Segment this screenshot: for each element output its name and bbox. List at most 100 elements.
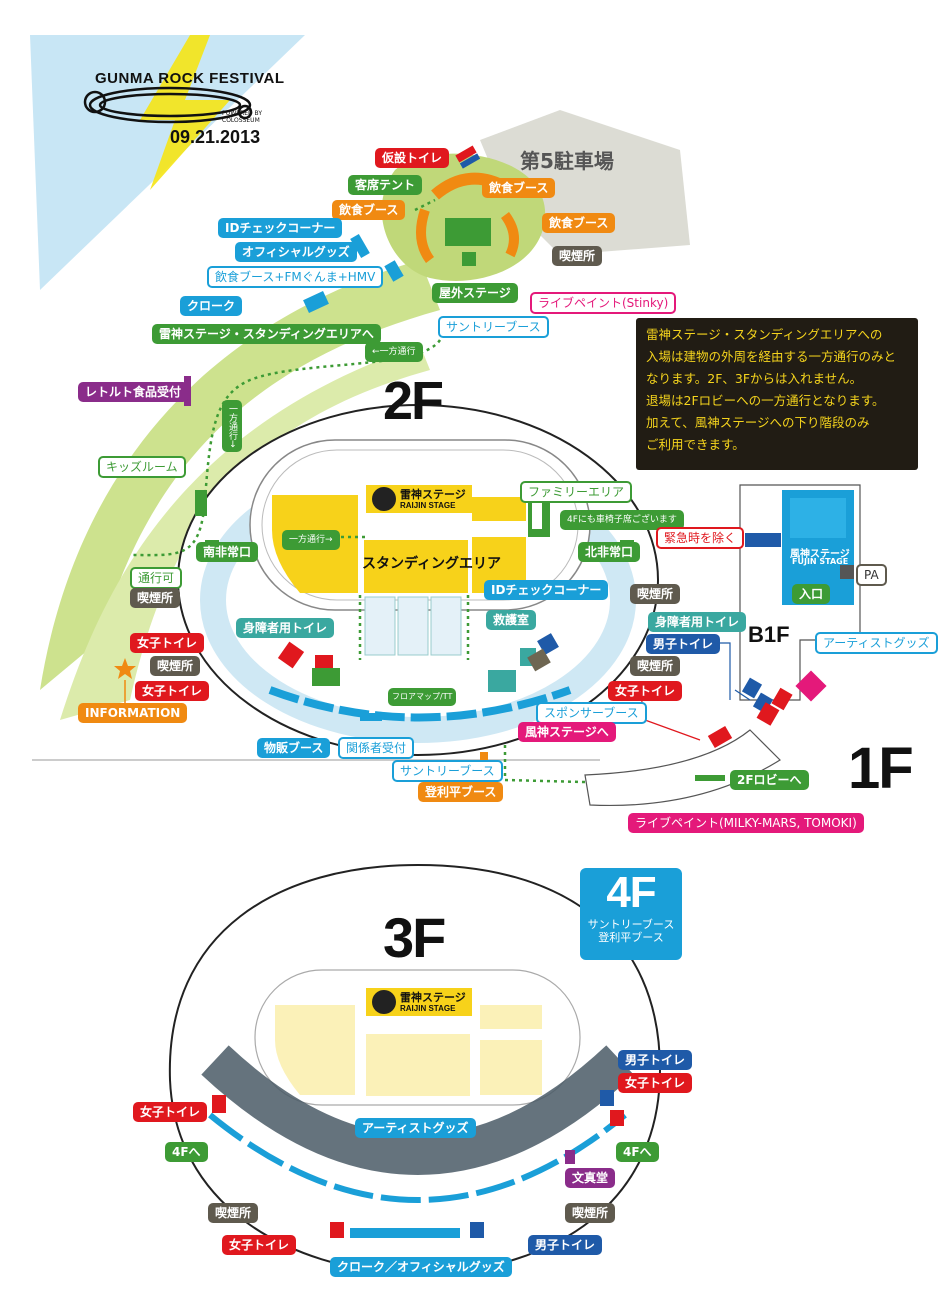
staff-reception-label: 関係者受付 bbox=[338, 737, 415, 759]
accessible-toilet-label: 身障者用トイレ bbox=[236, 618, 335, 638]
floormap-label: フロアマップ/TT bbox=[388, 688, 457, 706]
toilets-3f bbox=[212, 1090, 624, 1238]
suntory-booth-label: サントリーブース bbox=[438, 316, 549, 338]
pass-ok-label: 通行可 bbox=[130, 567, 183, 589]
oneway-vertical-label: 一方通行→ bbox=[222, 400, 242, 452]
wheelchair-note: 4Fにも車椅子席ございます bbox=[560, 510, 684, 530]
temp-toilet-block bbox=[455, 145, 477, 163]
logo-title: GUNMA ROCK FESTIVAL bbox=[95, 70, 285, 87]
smoking-area-label: 喫煙所 bbox=[630, 656, 681, 676]
food-booth-label: 飲食ブース bbox=[542, 213, 616, 233]
logo-sub: POWERED BY COLOSSEUM bbox=[222, 110, 263, 124]
raijin-stage-3f: 雷神ステージ RAIJIN STAGE bbox=[366, 988, 472, 1016]
womens-toilet-label: 女子トイレ bbox=[608, 681, 683, 701]
artist-goods-3f-label: アーティストグッズ bbox=[355, 1118, 476, 1138]
smoking-area-label: 喫煙所 bbox=[130, 588, 181, 608]
smoking-area-label: 喫煙所 bbox=[150, 656, 201, 676]
accessible-toilet-label: 身障者用トイレ bbox=[648, 612, 747, 632]
logo-mark bbox=[83, 86, 253, 124]
notice-line: 雷神ステージ・スタンディングエリアへの bbox=[646, 327, 883, 342]
suntory-booth-label: サントリーブース bbox=[392, 760, 503, 782]
floor-1f-label: 1F bbox=[848, 736, 914, 801]
sponsor-booth-label: スポンサーブース bbox=[536, 702, 647, 724]
fm-booth bbox=[384, 260, 404, 282]
staff-booth bbox=[360, 713, 382, 721]
first-aid-room bbox=[488, 670, 516, 692]
mens-toilet-label: 男子トイレ bbox=[528, 1235, 603, 1255]
raijin-icon bbox=[372, 487, 396, 511]
id-check-booth bbox=[350, 233, 370, 259]
outdoor-stage-label: 屋外ステージ bbox=[432, 283, 518, 303]
arrow-sign bbox=[745, 533, 781, 547]
notice-line: 退場は2Fロビーへの一方通行となります。 bbox=[646, 393, 885, 408]
raijin-stage-jp: 雷神ステージ bbox=[400, 990, 466, 1004]
retort-label: レトルト食品受付 bbox=[78, 382, 189, 402]
to-4f-label: 4Fへ bbox=[616, 1142, 659, 1162]
family-area-label: ファミリーエリア bbox=[520, 481, 633, 503]
information-label: INFORMATION bbox=[78, 703, 188, 723]
outdoor-green-path2 bbox=[60, 345, 430, 720]
womens-toilet-label: 女子トイレ bbox=[133, 1102, 208, 1122]
floor-3f-label: 3F bbox=[383, 906, 446, 969]
cloak-goods-label: クローク／オフィシャルグッズ bbox=[330, 1257, 512, 1277]
raijin-stage-jp: 雷神ステージ bbox=[400, 487, 466, 501]
merch-booth-label: 物販ブース bbox=[257, 738, 331, 758]
to-fujin-stage-label: 風神ステージへ bbox=[518, 722, 616, 742]
cloak-booth bbox=[303, 291, 329, 313]
smoking-area-label: 喫煙所 bbox=[565, 1203, 616, 1223]
guest-tent-label: 客席テント bbox=[348, 175, 423, 195]
floor-4f-title: 4F bbox=[606, 868, 656, 917]
family-area-white bbox=[532, 503, 542, 529]
floor-b1f-label: B1F bbox=[748, 622, 790, 647]
first-aid-label: 救護室 bbox=[486, 610, 537, 630]
food-booth-label: 飲食ブース bbox=[482, 178, 556, 198]
womens-toilet-label: 女子トイレ bbox=[135, 681, 210, 701]
raijin-icon bbox=[372, 990, 396, 1014]
artist-goods-label: アーティストグッズ bbox=[815, 632, 938, 654]
oneway-label: ←一方通行 bbox=[365, 342, 423, 362]
cloak-label: クローク bbox=[180, 296, 243, 316]
outdoor-stage-block bbox=[445, 218, 491, 246]
mens-toilet-label: 男子トイレ bbox=[646, 634, 721, 654]
cloak-block-3f bbox=[350, 1228, 460, 1238]
to-2f-lobby-label: 2Fロビーへ bbox=[730, 770, 809, 790]
standing-area-3f bbox=[275, 1005, 542, 1096]
temp-toilet-label: 仮設トイレ bbox=[375, 148, 450, 168]
notice-line: ご利用できます。 bbox=[646, 437, 745, 452]
to-4f-label: 4Fへ bbox=[165, 1142, 208, 1162]
pa-label: PA bbox=[856, 564, 887, 586]
lightning-shape bbox=[140, 35, 230, 190]
floor-4f-box: 4F サントリーブース 登利平ブース bbox=[580, 868, 682, 960]
to-raijin-stage-label: 雷神ステージ・スタンディングエリアへ bbox=[152, 324, 381, 344]
oneway-field-label: 一方通行→ bbox=[282, 530, 340, 550]
temp-toilet-block2 bbox=[459, 153, 481, 169]
food-arc-right bbox=[500, 212, 519, 258]
smoking-area-label: 喫煙所 bbox=[630, 584, 681, 604]
smoking-area-label: 喫煙所 bbox=[552, 246, 603, 266]
pitch-seats bbox=[364, 596, 462, 656]
id-check-2f-label: IDチェックコーナー bbox=[484, 580, 609, 600]
bike-area bbox=[312, 668, 340, 686]
fujin-stage-en: FUJIN STAGE bbox=[792, 557, 849, 566]
floor-2f-label: 2F bbox=[383, 371, 444, 431]
live-paint-label: ライブペイント(MILKY-MARS, TOMOKI) bbox=[628, 813, 864, 833]
raijin-stage-2f: 雷神ステージ RAIJIN STAGE bbox=[366, 485, 472, 513]
toriheiten-booth-label: 登利平ブース bbox=[418, 782, 504, 802]
live-paint-stinky-label: ライブペイント(Stinky) bbox=[530, 292, 677, 314]
food-booth-label: 飲食ブース bbox=[332, 200, 406, 220]
fujin-stage-inner bbox=[790, 498, 846, 538]
outdoor-stage-front bbox=[462, 252, 476, 266]
notice-line: 加えて、風神ステージへの下り階段のみ bbox=[646, 415, 870, 430]
north-exit-label: 北非常口 bbox=[578, 542, 641, 562]
toriheiten-booth bbox=[480, 752, 488, 764]
emergency-label: 緊急時を除く bbox=[656, 527, 745, 549]
bunshindo-label: 文真堂 bbox=[565, 1168, 616, 1188]
raijin-stage-en: RAIJIN STAGE bbox=[400, 500, 456, 510]
standing-area-label: スタンディングエリア bbox=[362, 556, 502, 572]
raijin-stage-en: RAIJIN STAGE bbox=[400, 1003, 456, 1013]
womens-toilet-label: 女子トイレ bbox=[222, 1235, 297, 1255]
floor-4f-line1: サントリーブース bbox=[587, 918, 675, 931]
kids-room-label: キッズルーム bbox=[98, 456, 186, 478]
mens-toilet-label: 男子トイレ bbox=[618, 1050, 693, 1070]
seats-3f bbox=[201, 1045, 634, 1175]
